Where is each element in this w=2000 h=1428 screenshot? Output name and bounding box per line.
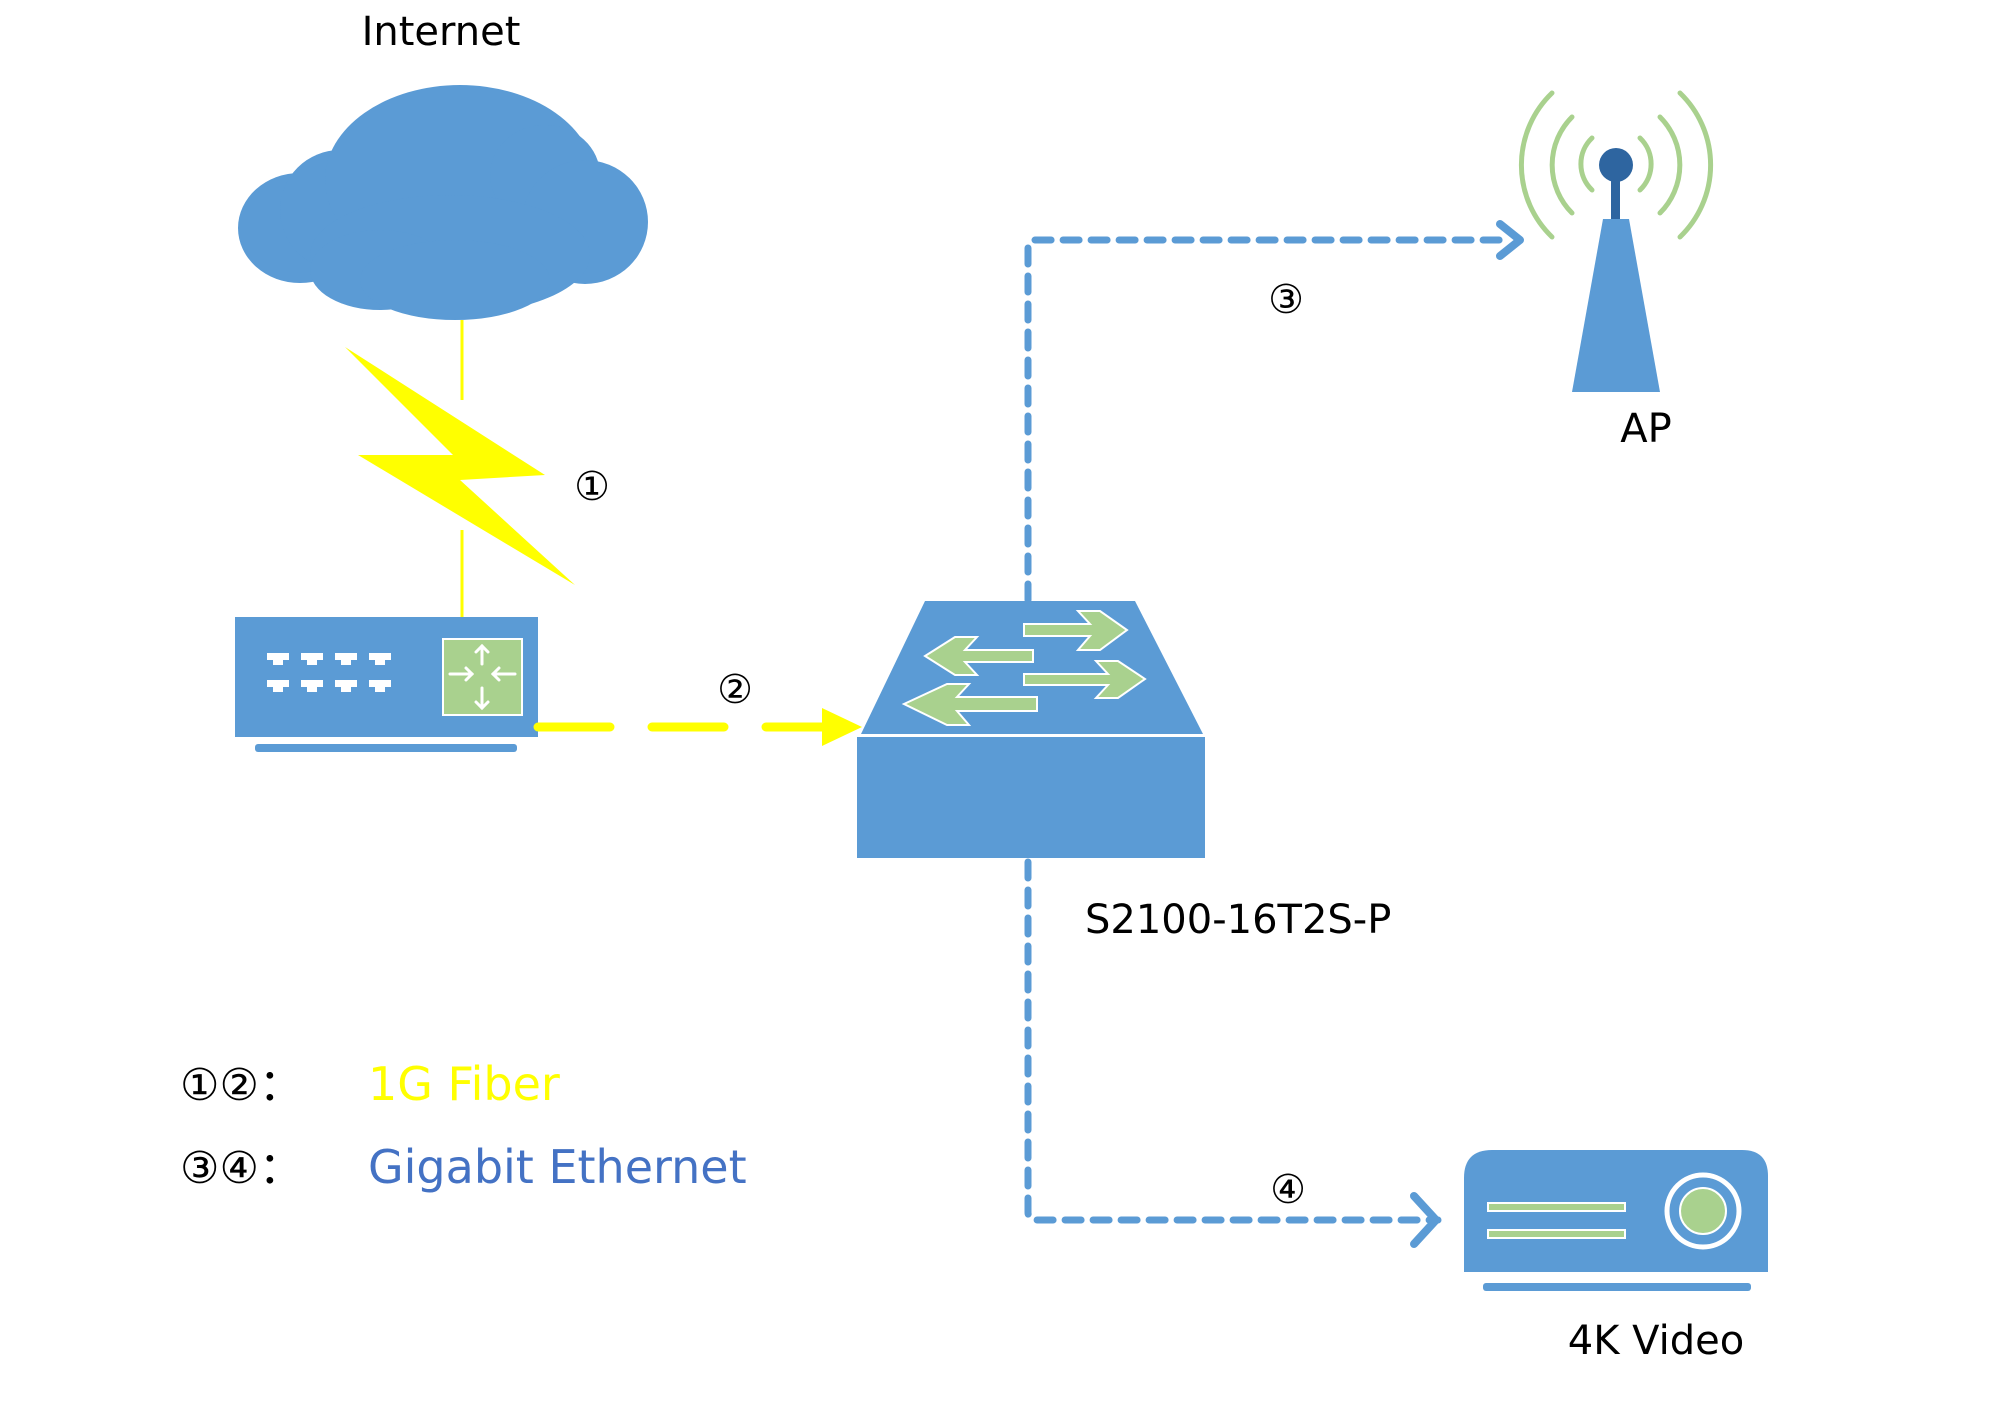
router-icon [235, 617, 538, 752]
wireless-ap-icon [1518, 90, 1714, 392]
video-label: 4K Video [1568, 1318, 1744, 1364]
ethernet-ports-icon [267, 653, 391, 692]
projector-lens [1664, 1172, 1742, 1250]
link-4-ethernet [1024, 858, 1442, 1248]
link-3-arrowhead [1496, 220, 1524, 260]
legend-fiber-markers: ①②： [180, 1060, 303, 1111]
legend-fiber-text: 1G Fiber [368, 1057, 560, 1111]
projector-icon [1464, 1150, 1768, 1291]
link-1-marker: ① [574, 464, 610, 510]
routing-arrows-icon [442, 638, 523, 716]
link-4-marker: ④ [1270, 1167, 1306, 1213]
legend-item-fiber: ①②： 1G Fiber [180, 1057, 560, 1111]
legend-item-ethernet: ③④： Gigabit Ethernet [180, 1140, 747, 1194]
switching-arrows-icon [901, 610, 1147, 726]
legend: ①②： 1G Fiber ③④： Gigabit Ethernet [180, 1057, 747, 1194]
link-3-marker: ③ [1268, 277, 1304, 323]
ap-label: AP [1620, 406, 1671, 452]
link-3-ethernet [1024, 220, 1524, 604]
link-2-arrowhead [822, 708, 862, 746]
switch-icon [857, 601, 1205, 858]
cloud-icon [238, 85, 648, 320]
lightning-icon [345, 347, 575, 585]
switch-model-label: S2100-16T2S-P [1085, 897, 1391, 943]
link-4-arrowhead [1410, 1192, 1440, 1248]
legend-ethernet-text: Gigabit Ethernet [368, 1140, 747, 1194]
link-1-fiber [345, 320, 575, 617]
link-2-marker: ② [717, 667, 753, 713]
legend-ethernet-markers: ③④： [180, 1143, 303, 1194]
internet-label: Internet [362, 9, 521, 55]
link-2-fiber [533, 708, 862, 746]
wifi-signal-icon [1518, 90, 1714, 240]
